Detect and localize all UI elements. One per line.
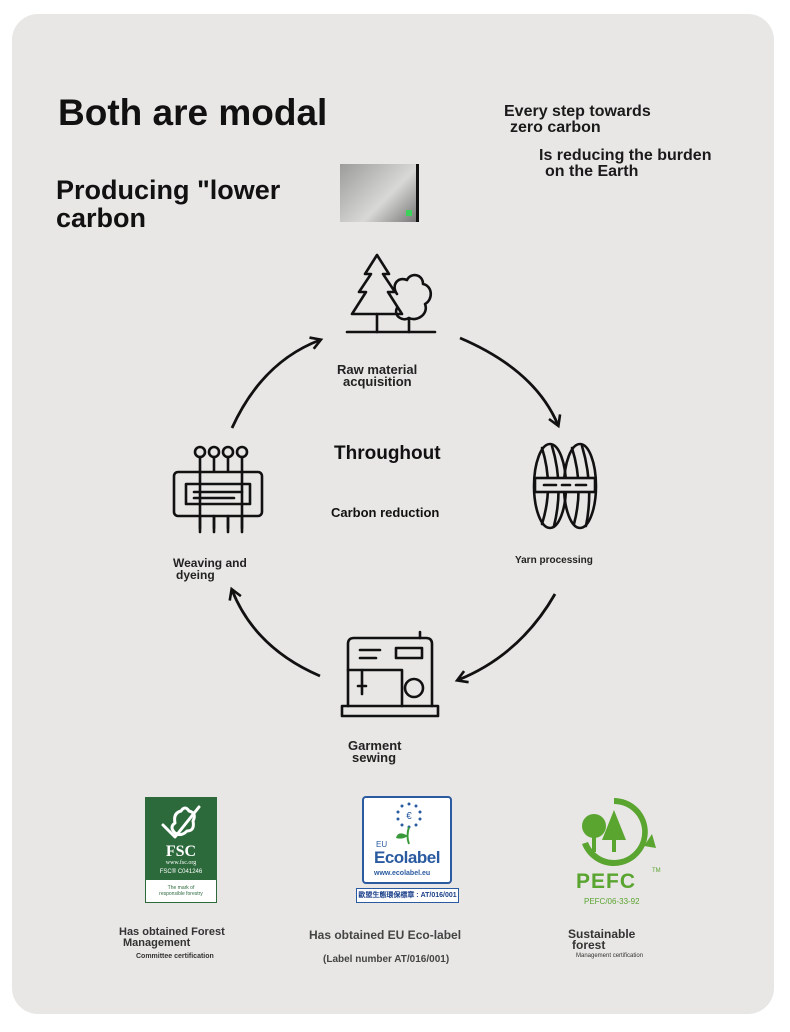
- fsc-caption-line: Committee certification: [136, 953, 214, 960]
- fsc-caption-line: Has obtained Forest: [119, 926, 225, 938]
- pefc-tm: TM: [652, 868, 661, 874]
- pefc-caption-line: Sustainable: [568, 927, 636, 941]
- arrow-top-left: [230, 340, 320, 429]
- pefc-code: PEFC/06-33-92: [584, 897, 640, 906]
- tagline-line-1: Every step towards: [504, 103, 651, 120]
- fsc-logo: FSC www.fsc.org FSC® C041246 The mark of…: [145, 797, 217, 903]
- tagline-line-4: on the Earth: [545, 163, 639, 180]
- step-label-line: Garment: [348, 738, 402, 753]
- sewing-machine-icon: [340, 630, 440, 718]
- cycle-center-title: Throughout: [334, 443, 441, 464]
- eu-label-strip: 歐盟生態環保標章 : AT/016/001: [356, 888, 459, 903]
- arrow-bottom-right: [458, 593, 557, 680]
- yarn-ball-icon: [532, 442, 598, 530]
- fsc-mark-text: responsible forestry: [159, 891, 203, 897]
- tagline-line-3: Is reducing the burden: [539, 147, 712, 164]
- step-label-weaving: Weaving and dyeing: [173, 557, 247, 581]
- arrow-bottom-left: [232, 590, 321, 678]
- svg-text:€: €: [406, 811, 412, 822]
- trees-icon: [345, 253, 437, 334]
- pefc-logo-icon: [582, 798, 656, 866]
- pefc-caption-line: forest: [572, 938, 606, 952]
- arrow-top-right: [459, 336, 558, 425]
- eu-caption-2: (Label number AT/016/001): [323, 954, 450, 965]
- fsc-mark-text: The mark of: [167, 885, 195, 891]
- tagline-line-2: zero carbon: [510, 119, 601, 136]
- loom-icon: [172, 445, 264, 534]
- pefc-caption: Sustainable forest Management certificat…: [568, 927, 644, 962]
- fsc-logo-text: FSC: [165, 843, 197, 860]
- page-title: Both are modal: [58, 92, 328, 133]
- page-subtitle: Producing "lower carbon: [56, 175, 281, 233]
- step-label-line: acquisition: [343, 374, 412, 389]
- eu-caption-1: Has obtained EU Eco-label: [309, 928, 462, 942]
- eu-logo-text: Ecolabel: [374, 848, 440, 867]
- fsc-caption-line: Management: [123, 937, 191, 949]
- fsc-code: FSC® C041246: [159, 869, 203, 875]
- step-label-line: Weaving and: [173, 556, 247, 570]
- step-label-line: dyeing: [176, 568, 215, 582]
- pefc-caption-line: Management certification: [576, 953, 644, 959]
- cycle-center-subtitle: Carbon reduction: [331, 505, 440, 520]
- pefc-logo-text: PEFC: [576, 870, 637, 893]
- eu-flower-icon: €: [396, 802, 422, 845]
- step-label-raw-material: Raw material acquisition: [337, 362, 418, 389]
- eu-url: www.ecolabel.eu: [374, 870, 431, 877]
- fsc-mark-box: The mark of responsible forestry: [145, 879, 217, 903]
- fsc-url: www.fsc.org: [165, 860, 197, 866]
- step-label-line: sewing: [352, 750, 397, 765]
- step-label-line: Raw material: [337, 362, 418, 377]
- thumbnail-image: [340, 164, 419, 222]
- status-dot: [406, 210, 412, 216]
- tagline-block-2: Is reducing the burden on the Earth: [539, 148, 711, 180]
- eu-ecolabel-logo: € EU Ecolabel www.ecolabel.eu: [362, 796, 452, 884]
- tagline-block-1: Every step towards zero carbon: [504, 104, 651, 136]
- step-label-garment: Garment sewing: [348, 738, 402, 765]
- eu-logo-prefix: EU: [376, 840, 388, 849]
- fsc-caption: Has obtained Forest Management Committee…: [119, 927, 225, 962]
- fsc-tree-check-icon: [161, 805, 201, 839]
- step-label-yarn: Yarn processing: [515, 555, 593, 566]
